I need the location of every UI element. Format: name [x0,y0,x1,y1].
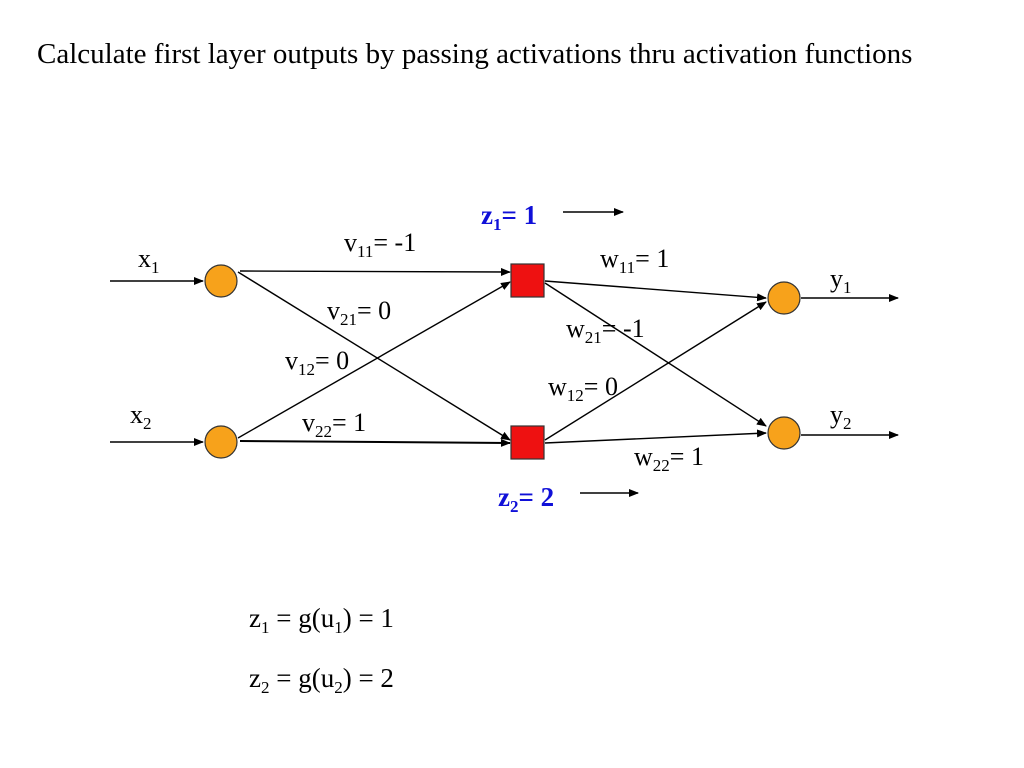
weight-label-v11: v11= -1 [344,228,417,261]
edge-w22 [544,429,767,444]
output-node-2 [767,416,801,450]
input-label-x1: x1 [138,244,160,277]
weight-label-w11: w11= 1 [600,244,670,277]
input-node-1 [204,264,238,298]
edge-v12 [237,281,511,439]
weight-label-w22: w22= 1 [634,442,704,475]
weight-label-v22: v22= 1 [302,408,367,441]
edge-w12 [544,301,767,441]
output-label-y1: y1 [830,264,852,297]
weight-label-w21: w21= -1 [566,314,645,347]
edge-v21 [237,271,511,441]
weight-label-v12: v12= 0 [285,346,350,379]
weight-label-w12: w12= 0 [548,372,618,405]
equation-z2: z2 = g(u2) = 2 [249,663,394,697]
hidden-output-z1: z1= 1 [481,200,538,234]
edge-v11 [239,267,511,276]
equation-z1: z1 = g(u1) = 1 [249,603,394,637]
hidden-node-2 [510,425,545,460]
weight-label-v21: v21= 0 [327,296,392,329]
hidden-output-z2: z2= 2 [498,482,555,516]
edge-v22 [239,438,511,447]
edge-w21 [544,282,767,427]
input-label-x2: x2 [130,400,152,433]
output-node-1 [767,281,801,315]
edge-w11 [544,280,767,302]
slide-title: Calculate first layer outputs by passing… [37,38,913,70]
hidden-node-1 [510,263,545,298]
input-node-2 [204,425,238,459]
output-label-y2: y2 [830,400,852,433]
